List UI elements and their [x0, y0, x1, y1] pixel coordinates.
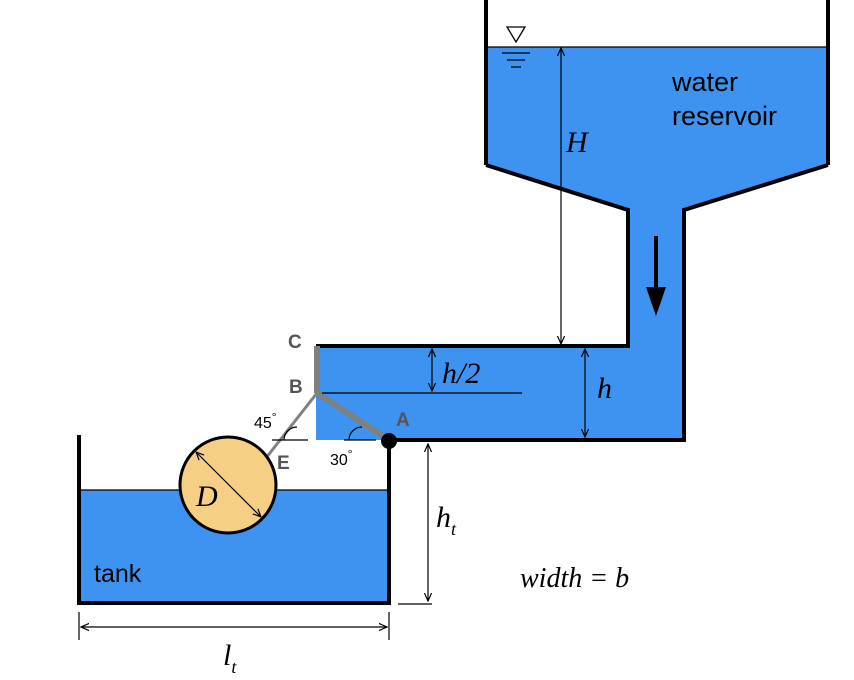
reservoir-label-line2: reservoir: [672, 101, 777, 131]
hinge-a: [381, 433, 397, 449]
angle-arc-45: [283, 426, 298, 441]
label-lt-main: l: [223, 639, 231, 672]
label-lt: lt: [223, 639, 237, 677]
label-ht-sub: t: [451, 519, 457, 539]
label-angle-30-value: 30: [330, 452, 348, 469]
label-H: H: [565, 126, 590, 159]
funnel-right-wall: [390, 163, 829, 442]
down-arrow-icon: [646, 236, 666, 316]
tank-walls: [77, 435, 391, 605]
channel-water-strip: [316, 348, 392, 440]
label-h-half: h/2: [442, 357, 480, 390]
diameter-arrow: [196, 452, 261, 517]
label-width: width = b: [520, 563, 629, 594]
reservoir-water: [390, 47, 828, 440]
gate-segment-ba: [315, 390, 391, 443]
label-angle-45-degree: °: [272, 410, 277, 424]
label-point-C: C: [288, 332, 302, 353]
label-ht-main: h: [436, 501, 451, 534]
label-tank: tank: [94, 560, 142, 588]
label-ht: ht: [436, 501, 457, 539]
label-lt-sub: t: [231, 657, 237, 677]
label-point-B: B: [289, 377, 303, 398]
label-point-A: A: [396, 410, 410, 431]
label-h: h: [597, 372, 612, 405]
free-surface-triangle-icon: [502, 26, 530, 68]
label-angle-45-value: 45: [254, 415, 272, 432]
angle-arc-30: [348, 426, 363, 441]
reservoir-label-line1: water: [671, 67, 738, 97]
ball: [178, 435, 278, 535]
label-angle-30-degree: °: [348, 447, 353, 461]
label-angle-30: 30°: [330, 447, 353, 469]
strut-be: [264, 392, 319, 459]
label-angle-45: 45°: [254, 410, 277, 432]
label-point-E: E: [277, 453, 290, 474]
label-D: D: [195, 480, 218, 513]
